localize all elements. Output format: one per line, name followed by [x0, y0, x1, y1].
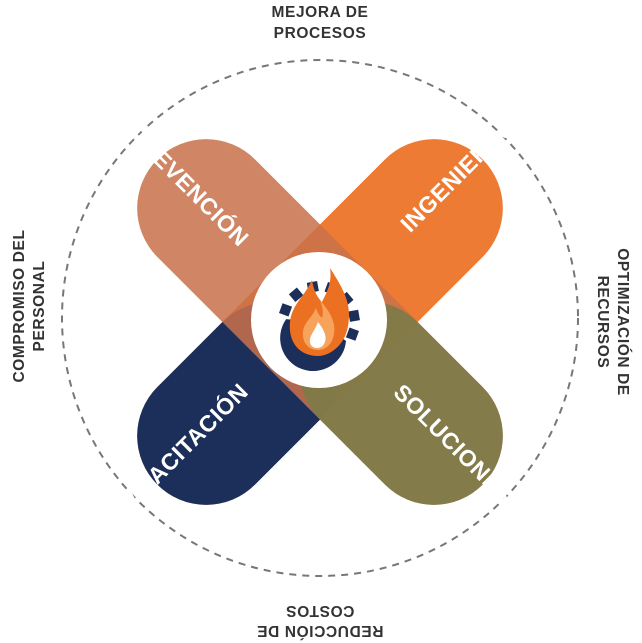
outer-label-top: MEJORA DE PROCESOS — [272, 4, 369, 42]
outer-top-line2: PROCESOS — [274, 25, 367, 42]
gear-tooth — [345, 327, 359, 341]
gear-tooth — [348, 309, 360, 322]
gear-tooth — [279, 303, 293, 317]
outer-label-left: COMPROMISO DEL PERSONAL — [11, 229, 48, 382]
dashed-ring — [61, 59, 579, 577]
outer-right-line2: RECURSOS — [594, 276, 611, 369]
gear-ring — [280, 319, 347, 372]
gear-tooth — [288, 287, 304, 302]
outer-bottom-line1: REDUCCIÓN DE — [257, 622, 384, 640]
flame-icon — [289, 268, 350, 356]
outer-label-right: OPTIMIZACIÓN DE RECURSOS — [594, 248, 632, 396]
center-logo — [251, 252, 387, 388]
outer-label-bottom: REDUCCIÓN DE COSTOS — [257, 602, 384, 640]
outer-left-line1: COMPROMISO DEL — [11, 229, 28, 382]
outer-top-line1: MEJORA DE — [272, 4, 369, 21]
outer-left-line2: PERSONAL — [31, 261, 48, 352]
outer-bottom-line2: COSTOS — [286, 602, 355, 619]
outer-right-line1: OPTIMIZACIÓN DE — [614, 248, 632, 396]
